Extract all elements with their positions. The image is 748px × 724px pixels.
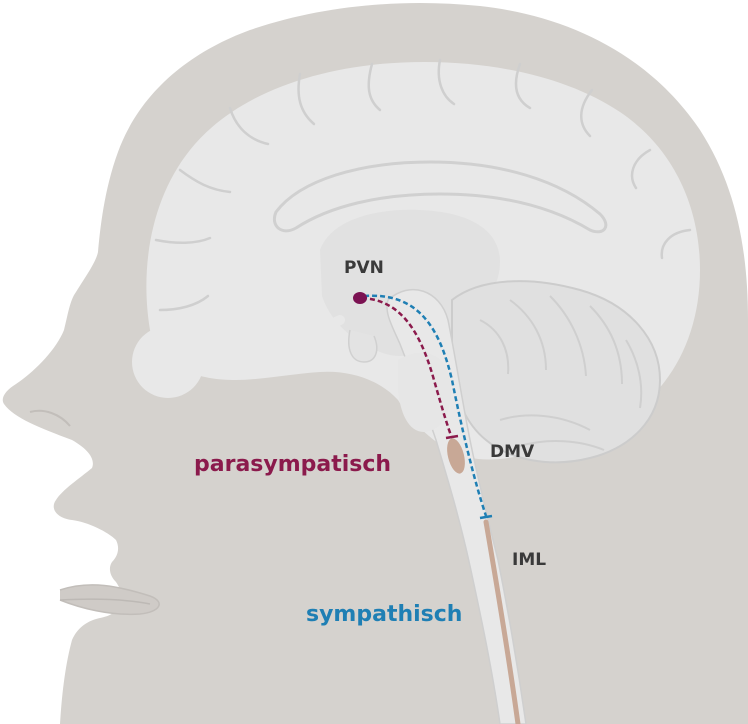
parasympathetic-label: parasympatisch bbox=[194, 452, 391, 477]
pvn-nucleus bbox=[353, 292, 367, 304]
sympathetic-label: sympathisch bbox=[306, 602, 462, 627]
iml-label: IML bbox=[512, 550, 546, 570]
dmv-label: DMV bbox=[490, 442, 534, 462]
pvn-label: PVN bbox=[344, 258, 384, 278]
